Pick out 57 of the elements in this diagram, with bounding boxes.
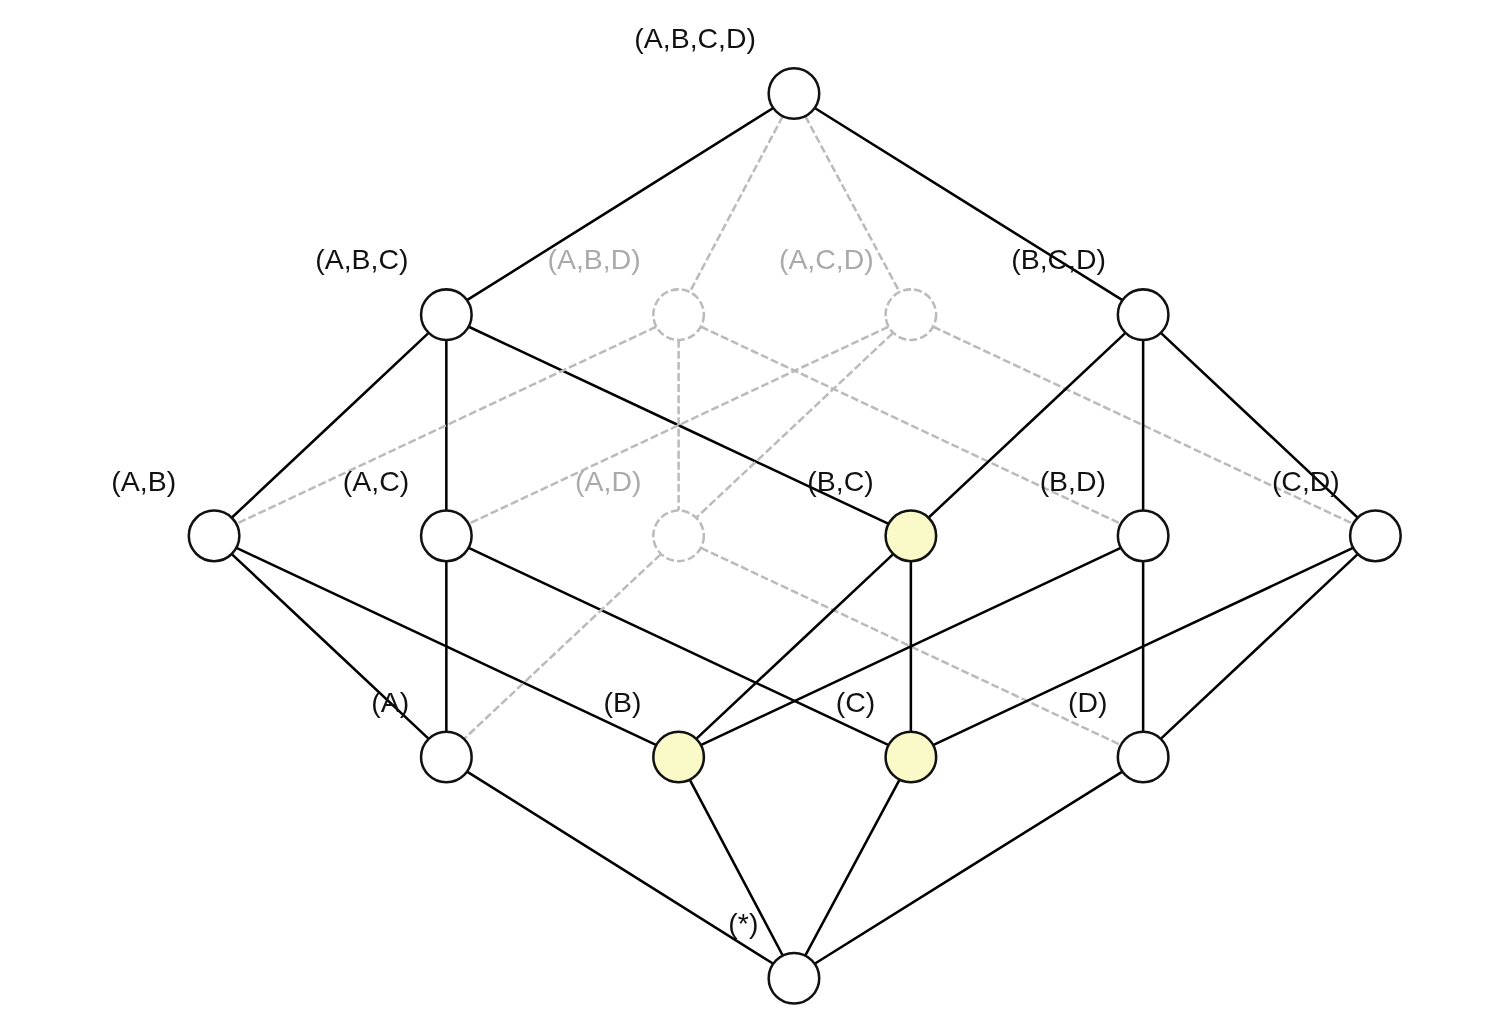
- connector: [1141, 340, 1144, 511]
- connector: [467, 546, 889, 746]
- node-label: (A,C,D): [778, 243, 874, 276]
- node-circle: [419, 509, 473, 563]
- connector: [465, 770, 774, 965]
- node-circle: [1116, 509, 1170, 563]
- connector: [695, 553, 893, 740]
- node-circle: [883, 730, 937, 784]
- connector: [235, 325, 657, 525]
- connector: [688, 115, 784, 292]
- node-label: (A,B): [110, 464, 176, 497]
- node-label: (B,D): [1039, 464, 1106, 497]
- connector: [813, 106, 1123, 301]
- node-circle: [651, 509, 705, 563]
- connector: [235, 546, 656, 746]
- connector: [444, 561, 448, 732]
- node-circle: [766, 66, 820, 120]
- connector: [676, 340, 680, 511]
- node-circle: [883, 288, 937, 342]
- connector: [699, 325, 1121, 525]
- node-circle: [883, 509, 937, 563]
- node-circle: [419, 730, 473, 784]
- connector: [932, 546, 1354, 746]
- node-circle: [419, 288, 473, 342]
- node-label: (C): [835, 685, 875, 718]
- node-circle: [187, 509, 241, 563]
- node-label: (A,C): [342, 464, 409, 497]
- node-circle: [1348, 509, 1402, 563]
- connector: [803, 115, 901, 293]
- node-label: (B): [603, 685, 641, 718]
- connector: [813, 770, 1123, 965]
- connector: [466, 106, 774, 301]
- node-label: (A,B,C): [314, 243, 408, 276]
- connector: [1160, 332, 1358, 519]
- node-circle: [651, 730, 705, 784]
- node-label: (*): [727, 907, 758, 940]
- node-circle: [766, 951, 820, 1005]
- node-label: (A,B,C,D): [633, 22, 756, 55]
- connector: [803, 779, 901, 957]
- node-circle: [1116, 288, 1170, 342]
- connector: [688, 779, 784, 956]
- connector: [230, 553, 429, 740]
- connector: [695, 332, 893, 519]
- connector: [444, 340, 448, 511]
- connector: [932, 325, 1353, 525]
- connector: [1159, 553, 1358, 740]
- node-circle: [1116, 730, 1170, 784]
- node-circle: [651, 288, 705, 342]
- connector: [909, 561, 912, 732]
- node-label: (B,C): [806, 464, 874, 497]
- connector: [463, 553, 661, 740]
- node-label: (A,B,D): [546, 243, 641, 276]
- connector: [1141, 561, 1144, 732]
- connector: [230, 332, 429, 519]
- connector: [927, 332, 1126, 519]
- node-label: (D): [1067, 685, 1108, 718]
- node-label: (A,D): [574, 464, 641, 497]
